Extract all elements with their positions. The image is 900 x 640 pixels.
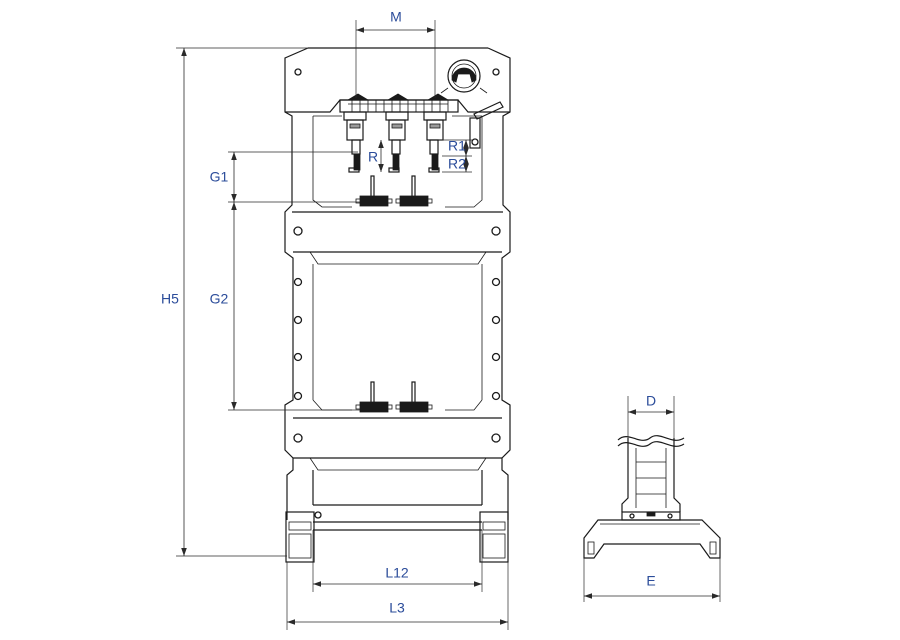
lower-tool-clamps bbox=[355, 381, 433, 413]
dimension-m: M bbox=[355, 9, 436, 98]
label-l3: L3 bbox=[389, 600, 405, 616]
label-l12: L12 bbox=[385, 565, 409, 581]
dimension-r1-r2: R1 R2 bbox=[442, 138, 472, 173]
label-h5: H5 bbox=[161, 291, 179, 307]
press-frame bbox=[284, 47, 511, 563]
label-e: E bbox=[646, 573, 655, 589]
dimension-g2: G2 bbox=[210, 202, 360, 411]
dimension-d: D bbox=[627, 393, 675, 438]
valve-lever-icon bbox=[469, 101, 504, 149]
dimension-e: E bbox=[583, 558, 721, 602]
label-m: M bbox=[390, 9, 402, 25]
cylinder-head-assembly bbox=[339, 93, 459, 173]
dimension-r: R bbox=[368, 140, 384, 172]
label-r: R bbox=[368, 149, 378, 165]
label-g1: G1 bbox=[210, 169, 229, 185]
label-r2: R2 bbox=[448, 156, 466, 172]
pressure-gauge-icon bbox=[440, 59, 488, 94]
upper-tool-clamps bbox=[355, 175, 433, 207]
side-view bbox=[583, 435, 721, 559]
dimension-h5: H5 bbox=[161, 47, 308, 557]
label-g2: G2 bbox=[210, 291, 229, 307]
label-d: D bbox=[646, 393, 656, 409]
dimension-l12: L12 bbox=[312, 530, 483, 592]
dimension-l3: L3 bbox=[286, 562, 509, 630]
dimension-g1: G1 bbox=[210, 151, 360, 203]
frame-holes bbox=[293, 68, 501, 519]
label-r1: R1 bbox=[448, 138, 466, 154]
